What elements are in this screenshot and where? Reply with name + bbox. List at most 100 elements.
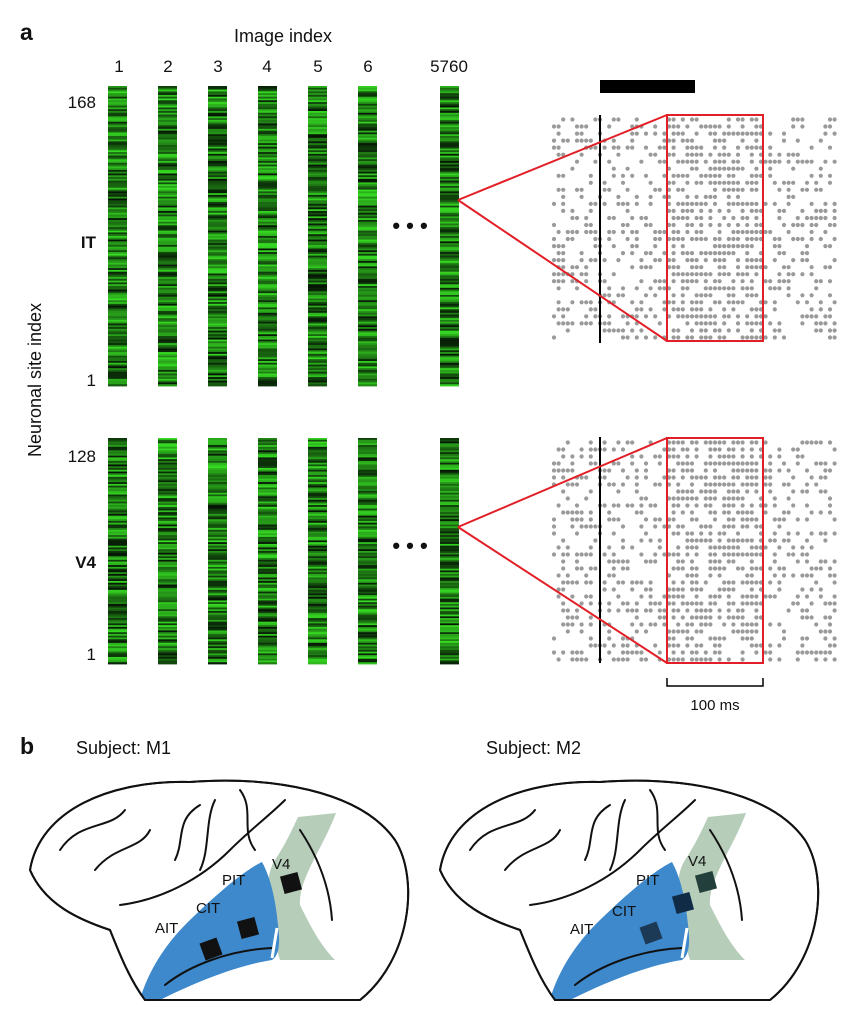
spike-dot — [712, 279, 718, 284]
spike-dot — [731, 131, 736, 136]
spike-dot — [786, 538, 791, 543]
spike-dot — [763, 503, 768, 508]
spike-dot — [827, 180, 833, 185]
spike-dot — [745, 272, 750, 277]
spike-dot — [804, 159, 810, 164]
spike-dot — [708, 524, 713, 529]
spike-dot — [781, 131, 787, 136]
spike-dot — [680, 215, 685, 221]
spike-dot — [556, 272, 561, 277]
spike-dot — [694, 657, 699, 662]
spike-dot — [731, 545, 736, 550]
spike-dot — [689, 622, 695, 627]
spike-dot — [662, 307, 667, 312]
spike-dot — [717, 265, 722, 270]
spike-dot — [800, 636, 805, 641]
spike-dot — [722, 552, 727, 557]
spike-dot — [735, 265, 741, 270]
spike-dot — [588, 615, 593, 620]
spike-dot — [731, 538, 736, 543]
spike-dot — [565, 321, 570, 326]
spike-dot — [749, 538, 754, 543]
spike-dot — [643, 531, 649, 536]
spike-dot — [620, 328, 626, 333]
spike-dot — [749, 573, 754, 578]
spike-dot — [671, 496, 676, 501]
spike-dot — [717, 258, 722, 263]
spike-dot — [620, 643, 626, 648]
spike-dot — [712, 286, 718, 291]
spike-dot — [745, 222, 750, 228]
x-axis-title: Image index — [234, 26, 332, 46]
spike-dot — [740, 482, 745, 487]
spike-dot — [579, 152, 584, 157]
spike-dot — [694, 538, 699, 543]
spike-dot — [671, 335, 676, 340]
spike-dot — [754, 468, 759, 473]
spike-dot — [717, 152, 722, 157]
spike-dot — [731, 201, 736, 206]
spike-dot — [676, 314, 681, 319]
spike-dot — [708, 594, 713, 599]
spike-dot — [630, 145, 635, 150]
spike-dot — [689, 601, 695, 606]
brain-outline — [438, 779, 820, 1001]
spike-dot — [786, 468, 791, 473]
spike-dot — [565, 307, 570, 312]
spike-dot — [731, 524, 736, 529]
spike-dot — [699, 251, 704, 256]
spike-dot — [616, 594, 621, 599]
spike-dot — [579, 300, 584, 305]
spike-dot — [763, 300, 768, 305]
spike-dot — [556, 258, 561, 263]
spike-dot — [763, 314, 768, 319]
spike-dot — [584, 222, 589, 228]
spike-dot — [717, 251, 722, 256]
spike-dot — [607, 321, 612, 326]
spike-dot — [827, 117, 833, 122]
spike-dot — [657, 601, 662, 606]
spike-dot — [717, 229, 722, 235]
spike-dot — [689, 559, 695, 564]
spike-dot — [809, 222, 814, 228]
spike-dot — [699, 622, 704, 627]
spike-dot — [671, 131, 676, 136]
spike-dot — [726, 314, 731, 319]
spike-dot — [731, 166, 736, 171]
spike-dot — [625, 650, 630, 655]
spike-dot — [561, 272, 566, 277]
spike-dot — [588, 447, 593, 452]
spike-dot — [763, 440, 768, 445]
it-bottom-tick: 1 — [87, 371, 96, 390]
spike-dot — [694, 293, 699, 298]
spike-dot — [809, 265, 814, 270]
spike-dot — [556, 173, 561, 178]
spike-dot — [731, 468, 736, 473]
spike-dot — [722, 545, 727, 550]
spike-dot — [722, 251, 727, 256]
spike-dot — [699, 643, 704, 648]
spike-dot — [671, 454, 676, 459]
spike-dot — [712, 440, 718, 445]
spike-dot — [616, 517, 621, 522]
spike-dot — [754, 201, 759, 206]
spike-dot — [565, 573, 570, 578]
spike-dot — [745, 552, 750, 557]
spike-dot — [643, 461, 649, 466]
spike-dot — [777, 244, 782, 249]
spike-dot — [745, 335, 750, 340]
spike-dot — [708, 552, 713, 557]
spike-dot — [643, 145, 649, 150]
spike-dot — [685, 272, 690, 277]
spike-dot — [786, 272, 791, 277]
spike-dot — [768, 650, 773, 655]
spike-dot — [643, 468, 649, 473]
spike-dot — [588, 524, 593, 529]
spike-dot — [735, 566, 741, 571]
spike-dot — [653, 152, 658, 157]
sulci — [469, 789, 743, 986]
spike-dot — [804, 215, 810, 221]
spike-dot — [722, 286, 727, 291]
sulcus-highlight — [680, 927, 689, 959]
spike-dot — [781, 222, 787, 228]
